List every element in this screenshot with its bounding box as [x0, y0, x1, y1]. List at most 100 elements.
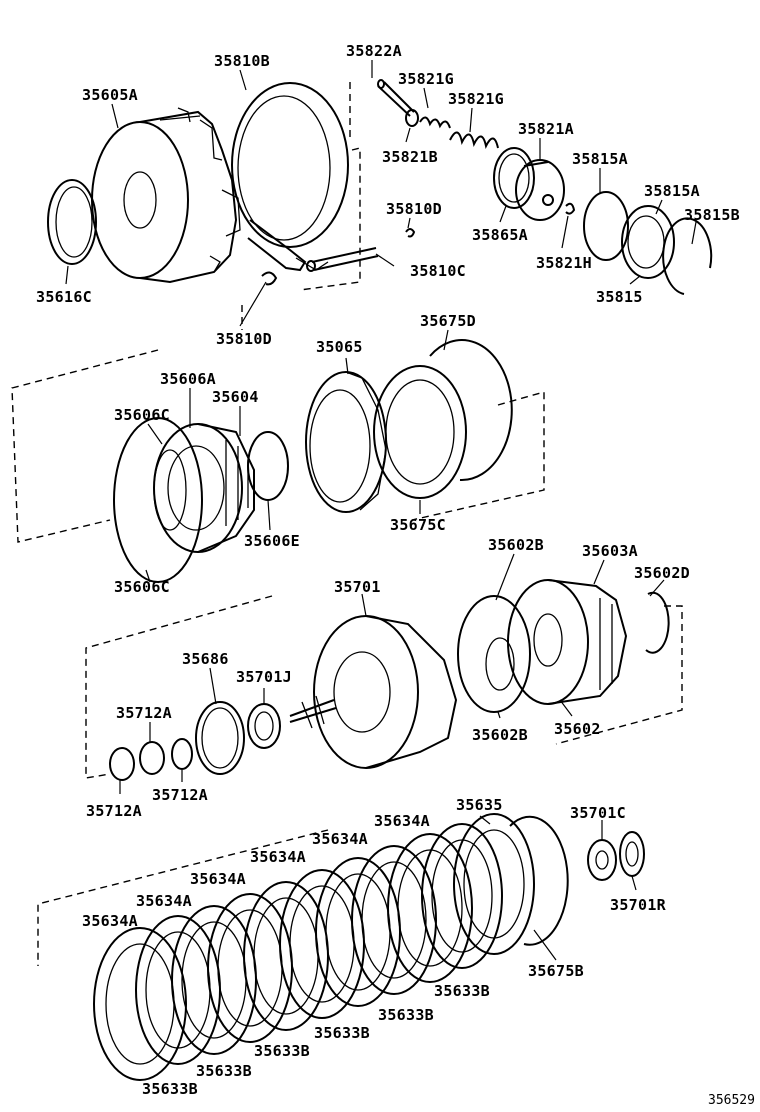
label-35602: 35602 [554, 720, 601, 738]
label-35701R: 35701R [610, 896, 667, 914]
label-35701J: 35701J [236, 668, 292, 686]
part-35602D-snap-ring [645, 591, 670, 654]
label-35712A-upper: 35712A [116, 704, 172, 722]
part-35822A-rod [377, 79, 415, 117]
label-35602B-upper: 35602B [488, 536, 544, 554]
label-35686: 35686 [182, 650, 229, 668]
part-35865A-ring [493, 147, 535, 209]
label-35606A: 35606A [160, 370, 216, 388]
label-35821H: 35821H [536, 254, 592, 272]
part-35605A-drum [91, 107, 241, 284]
label-35675D: 35675D [420, 312, 476, 330]
label-35821G-upper: 35821G [398, 70, 454, 88]
part-35815-piston [621, 205, 675, 279]
part-35635-plate [453, 813, 535, 955]
part-35815A-ring-left [583, 191, 629, 261]
part-35810B-band [231, 82, 349, 272]
label-35815A-lower: 35815A [644, 182, 700, 200]
part-35602-hub [507, 579, 628, 705]
label-35633B-2: 35633B [196, 1062, 252, 1080]
label-35634A-6: 35634A [374, 812, 430, 830]
label-35606C-upper: 35606C [114, 406, 170, 424]
part-35675C-plate [373, 365, 467, 499]
part-35606C-disc [113, 417, 203, 583]
label-35701: 35701 [334, 578, 381, 596]
part-35810C-pin [306, 247, 379, 272]
assembly-bracket-mid-right [411, 391, 545, 521]
part-35701R-bearing [619, 831, 645, 877]
part-35606E-ring [247, 431, 289, 501]
label-35821B: 35821B [382, 148, 438, 166]
label-35712A-lower: 35712A [86, 802, 142, 820]
label-35633B-5: 35633B [378, 1006, 434, 1024]
part-35675D-snap-ring [429, 339, 513, 482]
part-35633B-disc-1 [135, 915, 221, 1065]
label-35633B-1: 35633B [142, 1080, 198, 1098]
label-35634A-1: 35634A [82, 912, 138, 930]
label-35604: 35604 [212, 388, 259, 406]
label-35633B-3: 35633B [254, 1042, 310, 1060]
part-35604-piston-assembly [153, 423, 255, 553]
assembly-bracket-upper [241, 82, 361, 330]
figure-number: 356529 [708, 1093, 755, 1108]
part-35821B-washer [405, 109, 419, 127]
label-35634A-5: 35634A [312, 830, 368, 848]
part-35821G-spring-large [449, 131, 499, 149]
label-35821G-lower: 35821G [448, 90, 504, 108]
part-35712A-ring-1 [109, 747, 135, 781]
label-35675C: 35675C [390, 516, 446, 534]
part-35616C-ring [47, 179, 97, 265]
part-35821G-spring-small [419, 116, 451, 129]
assembly-bracket-bottom [37, 829, 329, 966]
label-35810D-lower: 35810D [216, 330, 272, 348]
part-35634A-plate-1 [93, 927, 187, 1081]
part-35602B-disc [457, 595, 531, 713]
part-35675B-snap-ring [509, 815, 569, 946]
label-35810C: 35810C [410, 262, 466, 280]
assembly-bracket-mid [11, 349, 159, 543]
part-35633B-disc-4 [351, 845, 437, 995]
part-35815B-snap-ring [662, 217, 713, 295]
label-35865A: 35865A [472, 226, 528, 244]
part-35701C-washer [587, 839, 617, 881]
part-labels: 35605A 35810B 35822A 35821G 35821G 35821… [36, 42, 755, 1108]
label-35065: 35065 [316, 338, 363, 356]
part-35821H-clip [565, 202, 576, 215]
label-35635: 35635 [456, 796, 503, 814]
part-35701J-bearing [247, 703, 281, 749]
clutch-pack [93, 813, 569, 1081]
label-35701C: 35701C [570, 804, 626, 822]
label-35633B-6: 35633B [434, 982, 490, 1000]
label-35815: 35815 [596, 288, 643, 306]
label-35602D: 35602D [634, 564, 690, 582]
part-35712A-ring-2 [139, 741, 165, 775]
label-35815A-upper: 35815A [572, 150, 628, 168]
label-35633B-4: 35633B [314, 1024, 370, 1042]
assembly-bracket-lower [85, 595, 273, 779]
label-35821A: 35821A [518, 120, 574, 138]
label-35602B-lower: 35602B [472, 726, 528, 744]
label-35605A: 35605A [82, 86, 138, 104]
label-35616C: 35616C [36, 288, 92, 306]
label-35810B: 35810B [214, 52, 270, 70]
part-35810D-clip-upper [405, 228, 416, 238]
label-35634A-3: 35634A [190, 870, 246, 888]
label-35606C-lower: 35606C [114, 578, 170, 596]
label-35822A: 35822A [346, 42, 402, 60]
label-35606E: 35606E [244, 532, 300, 550]
label-35810D-upper: 35810D [386, 200, 442, 218]
part-35810D-clip-lower [261, 271, 278, 286]
part-35701-drum [289, 615, 458, 769]
part-35821A-piston [515, 159, 565, 221]
part-35634A-plate-5 [387, 833, 473, 983]
label-35634A-4: 35634A [250, 848, 306, 866]
part-35686-ring [195, 701, 245, 775]
label-35815B: 35815B [684, 206, 740, 224]
label-35675B: 35675B [528, 962, 584, 980]
label-35603A: 35603A [582, 542, 638, 560]
part-35712A-ring-3 [171, 738, 193, 770]
leader-lines [65, 60, 697, 961]
label-35634A-2: 35634A [136, 892, 192, 910]
